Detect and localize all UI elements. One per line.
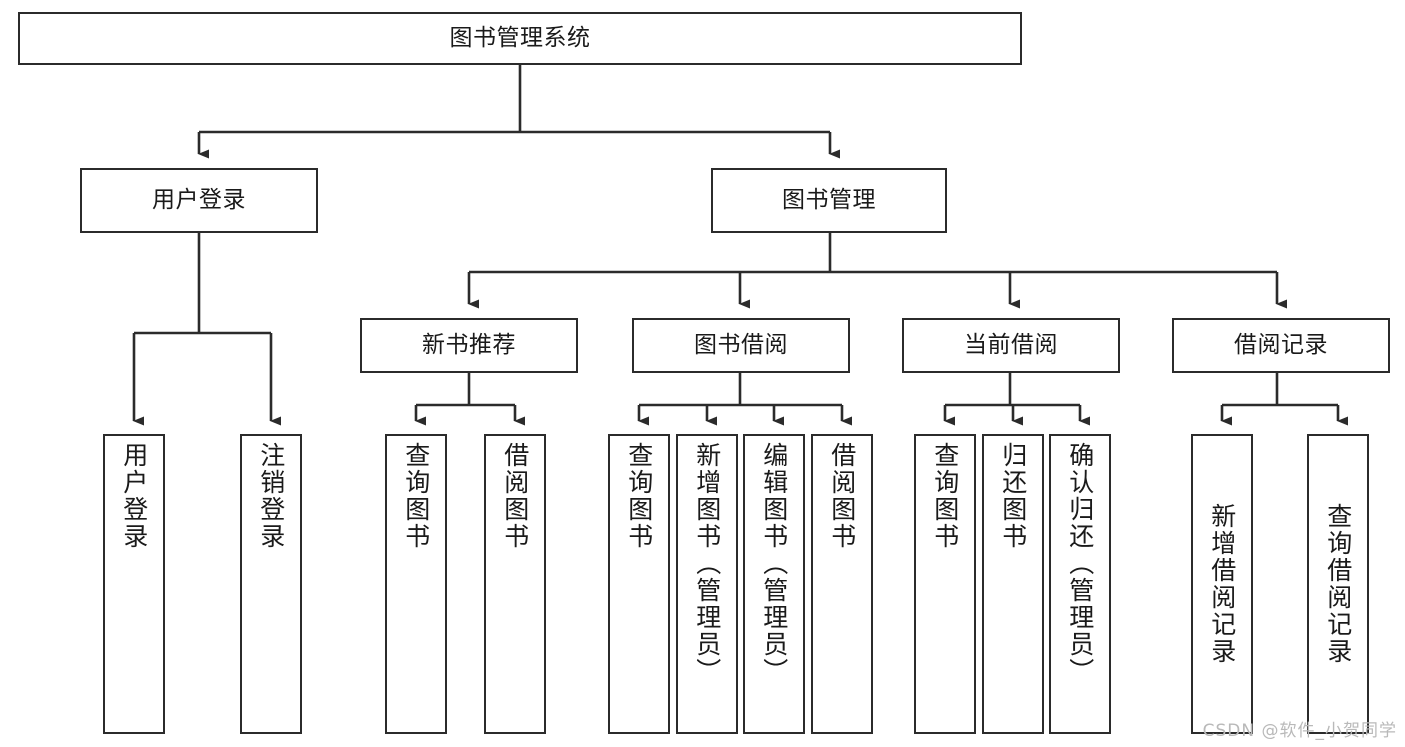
node-book-management-label: 图书管理 [782, 186, 876, 213]
leaf-borrow-record-query-label: 查询借阅记录 [1323, 503, 1353, 665]
leaf-user-login-logout[interactable]: 注销登录 [240, 434, 302, 734]
leaf-current-borrow-query[interactable]: 查询图书 [914, 434, 976, 734]
leaf-user-login-logout-label: 注销登录 [256, 442, 286, 550]
node-current-borrow-label: 当前借阅 [964, 331, 1058, 358]
leaf-book-borrow-query-label: 查询图书 [624, 442, 654, 550]
node-root-book-management-system[interactable]: 图书管理系统 [18, 12, 1022, 65]
leaf-borrow-record-add-label: 新增借阅记录 [1207, 503, 1237, 665]
leaf-book-borrow-edit[interactable]: 编辑图书（管理员） [743, 434, 805, 734]
node-root-label: 图书管理系统 [449, 24, 591, 51]
leaf-new-book-borrow-label: 借阅图书 [500, 442, 530, 550]
leaf-book-borrow-add[interactable]: 新增图书（管理员） [676, 434, 738, 734]
node-borrow-record-label: 借阅记录 [1234, 331, 1328, 358]
leaf-current-borrow-query-label: 查询图书 [930, 442, 960, 550]
node-borrow-record[interactable]: 借阅记录 [1172, 318, 1390, 373]
leaf-new-book-query-label: 查询图书 [401, 442, 431, 550]
node-new-book-recommend-label: 新书推荐 [422, 331, 516, 358]
leaf-book-borrow-add-label: 新增图书（管理员） [692, 442, 722, 685]
leaf-user-login-login-label: 用户登录 [119, 442, 149, 550]
node-current-borrow[interactable]: 当前借阅 [902, 318, 1120, 373]
node-new-book-recommend[interactable]: 新书推荐 [360, 318, 578, 373]
leaf-current-borrow-return[interactable]: 归还图书 [982, 434, 1044, 734]
leaf-user-login-login[interactable]: 用户登录 [103, 434, 165, 734]
leaf-book-borrow-query[interactable]: 查询图书 [608, 434, 670, 734]
leaf-book-borrow-borrow-label: 借阅图书 [827, 442, 857, 550]
leaf-new-book-borrow[interactable]: 借阅图书 [484, 434, 546, 734]
node-user-login-label: 用户登录 [152, 186, 246, 213]
leaf-new-book-query[interactable]: 查询图书 [385, 434, 447, 734]
leaf-borrow-record-query[interactable]: 查询借阅记录 [1307, 434, 1369, 734]
leaf-book-borrow-edit-label: 编辑图书（管理员） [759, 442, 789, 685]
leaf-current-borrow-confirm-return-label: 确认归还（管理员） [1065, 442, 1095, 685]
node-user-login[interactable]: 用户登录 [80, 168, 318, 233]
leaf-borrow-record-add[interactable]: 新增借阅记录 [1191, 434, 1253, 734]
leaf-book-borrow-borrow[interactable]: 借阅图书 [811, 434, 873, 734]
node-book-borrow-label: 图书借阅 [694, 331, 788, 358]
node-book-management[interactable]: 图书管理 [711, 168, 947, 233]
node-book-borrow[interactable]: 图书借阅 [632, 318, 850, 373]
leaf-current-borrow-confirm-return[interactable]: 确认归还（管理员） [1049, 434, 1111, 734]
leaf-current-borrow-return-label: 归还图书 [998, 442, 1028, 550]
